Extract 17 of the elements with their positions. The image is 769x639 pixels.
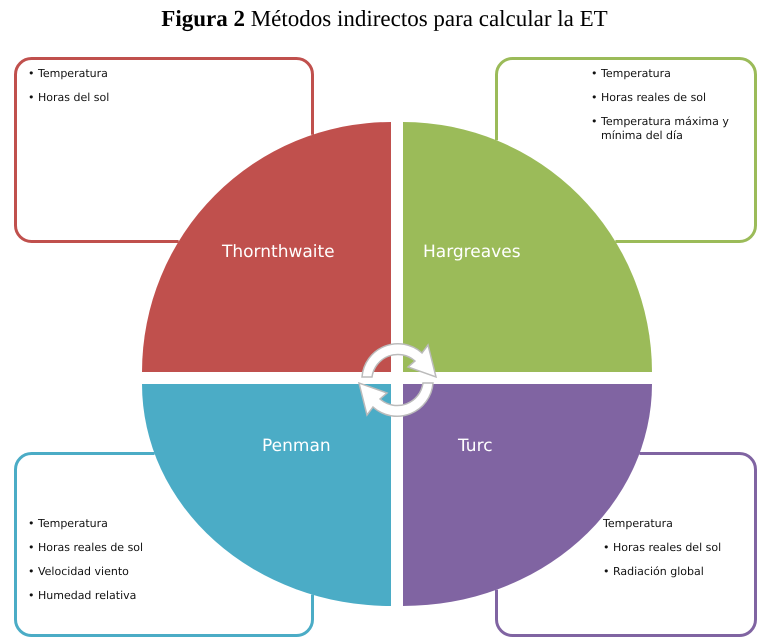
segment-label: Turc xyxy=(458,436,493,456)
bullet-item: • Horas del sol xyxy=(28,91,110,105)
segment-label: Hargreaves xyxy=(423,242,521,262)
segment-label: Penman xyxy=(262,436,331,456)
bullet-item: • Humedad relativa xyxy=(28,589,138,603)
bullet-item: • Velocidad viento xyxy=(28,565,130,579)
bullet-item: • Temperatura xyxy=(28,517,109,531)
figure-title: Figura 2 Métodos indirectos para calcular la ET xyxy=(160,6,609,32)
bullet-item: • Horas reales de sol xyxy=(591,91,708,105)
bullet-item: • Horas reales de sol xyxy=(28,541,144,555)
bullet-item: Temperatura xyxy=(603,517,674,531)
segment-label: Thornthwaite xyxy=(222,242,335,262)
bullet-item: • Horas reales del sol xyxy=(603,541,722,555)
bullet-item: • Radiación global xyxy=(603,565,705,579)
bullet-item: • Temperatura xyxy=(591,67,672,81)
bullet-item: • Temperatura máxima y mínima del día xyxy=(591,115,730,143)
bullet-item: • Temperatura xyxy=(28,67,109,81)
